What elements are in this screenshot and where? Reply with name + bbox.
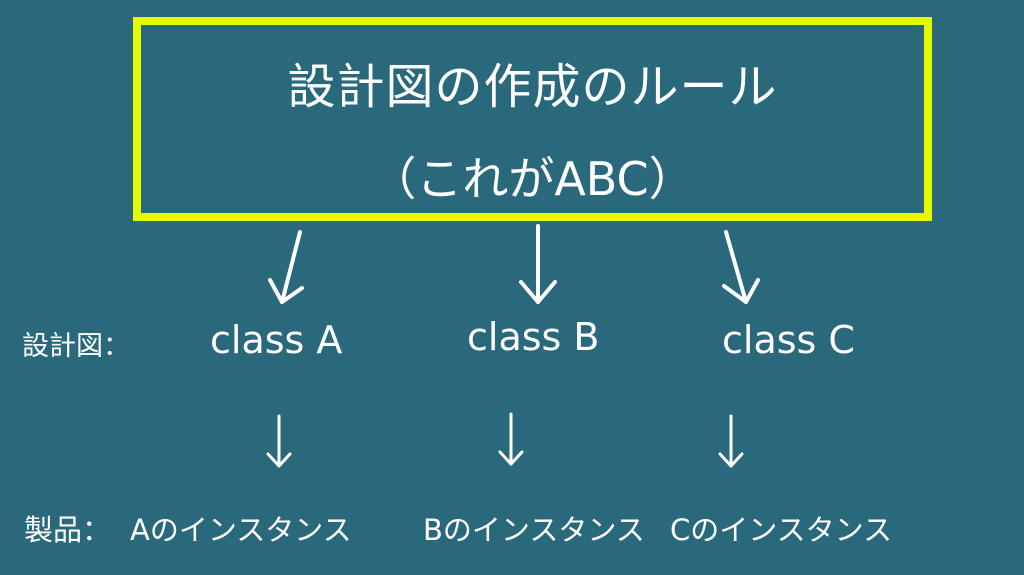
arrow-down-icon <box>263 414 295 470</box>
product-row-label: 製品： <box>24 513 112 547</box>
arrow-down-icon <box>715 414 747 470</box>
instance-b-label: Bのインスタンス <box>423 513 645 547</box>
title-subtitle: （これがABC） <box>370 152 695 206</box>
title-main: 設計図の作成のルール <box>287 59 778 115</box>
arrow-down-icon <box>515 224 561 306</box>
arrow-down-right-icon <box>716 228 766 308</box>
blueprint-row-label: 設計図： <box>22 331 130 362</box>
instance-a-label: Aのインスタンス <box>130 513 352 547</box>
arrow-down-icon <box>495 412 527 468</box>
class-b-label: class B <box>467 315 600 359</box>
rule-title-box: 設計図の作成のルール （これがABC） <box>133 17 932 221</box>
class-c-label: class C <box>722 318 855 362</box>
arrow-down-left-icon <box>262 228 312 308</box>
class-a-label: class A <box>210 318 343 362</box>
instance-c-label: Cのインスタンス <box>670 513 893 547</box>
